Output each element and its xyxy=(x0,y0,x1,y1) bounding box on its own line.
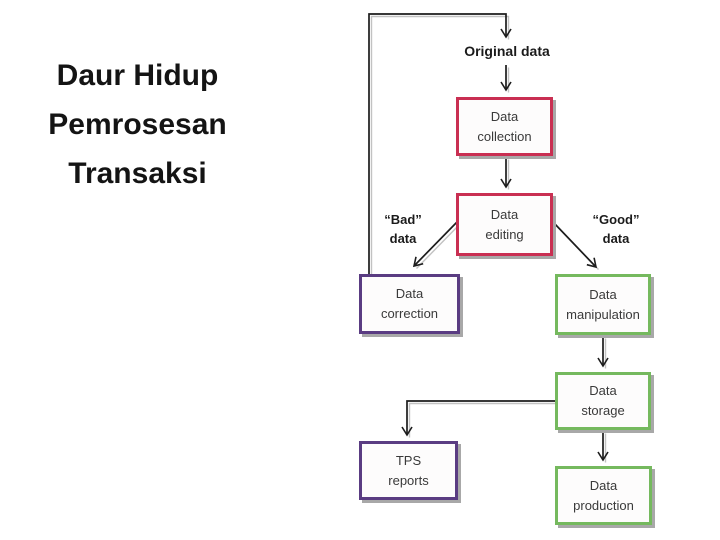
node-data-storage-line-1: Data xyxy=(589,383,617,398)
node-data-production-line-1: Data xyxy=(589,477,618,493)
node-data-production: Data production xyxy=(555,466,652,525)
node-data-collection: Data collection xyxy=(456,97,553,156)
connector-feedback-loop-shadow xyxy=(370,15,510,277)
node-data-collection-line-1: Data xyxy=(490,108,519,124)
node-tps-reports: TPS reports xyxy=(359,441,458,500)
node-data-production-line-2: production xyxy=(573,497,634,513)
node-tps-reports-line-2: reports xyxy=(388,472,429,488)
node-tps-reports-line-1: TPS xyxy=(395,452,422,468)
node-data-manipulation-line-1: Data xyxy=(589,286,617,302)
node-data-collection-line-2: collection xyxy=(477,128,532,144)
connector-editing-to-manipulation xyxy=(552,221,598,269)
connector-editing-to-correction-shadow xyxy=(415,224,461,269)
label-bad-data: “Bad” data xyxy=(368,210,438,248)
label-original-data: Original data xyxy=(464,43,550,59)
node-data-correction-line-2: correction xyxy=(380,306,439,321)
node-data-manipulation-line-2: manipulation xyxy=(566,306,640,322)
node-data-correction-line-1: Data xyxy=(395,286,424,301)
label-bad-data-line-1: “Bad” xyxy=(384,212,422,227)
node-data-storage: Data storage xyxy=(555,372,651,430)
label-good-data-line-2: data xyxy=(602,231,630,246)
slide-title-line-2: Pemrosesan xyxy=(48,108,227,141)
node-data-storage-line-2: storage xyxy=(581,403,625,418)
connector-storage-to-tps xyxy=(401,400,555,437)
node-data-editing-line-1: Data xyxy=(490,206,519,222)
slide-title-line-1: Daur Hidup xyxy=(56,59,219,92)
connector-storage-to-tps-shadow xyxy=(408,402,558,438)
slide-title-line-3: Transaksi xyxy=(68,157,207,190)
label-good-data-line-1: “Good” xyxy=(592,212,640,227)
node-data-editing: Data editing xyxy=(456,193,553,256)
label-bad-data-line-2: data xyxy=(389,231,417,246)
connector-editing-to-correction xyxy=(412,221,458,268)
slide-title: Daur Hidup Pemrosesan Transaksi xyxy=(15,51,260,198)
node-data-editing-line-2: editing xyxy=(485,226,524,242)
connector-feedback-loop xyxy=(368,13,512,274)
node-data-correction: Data correction xyxy=(359,274,460,334)
node-data-manipulation: Data manipulation xyxy=(555,274,651,335)
label-good-data: “Good” data xyxy=(581,210,651,248)
